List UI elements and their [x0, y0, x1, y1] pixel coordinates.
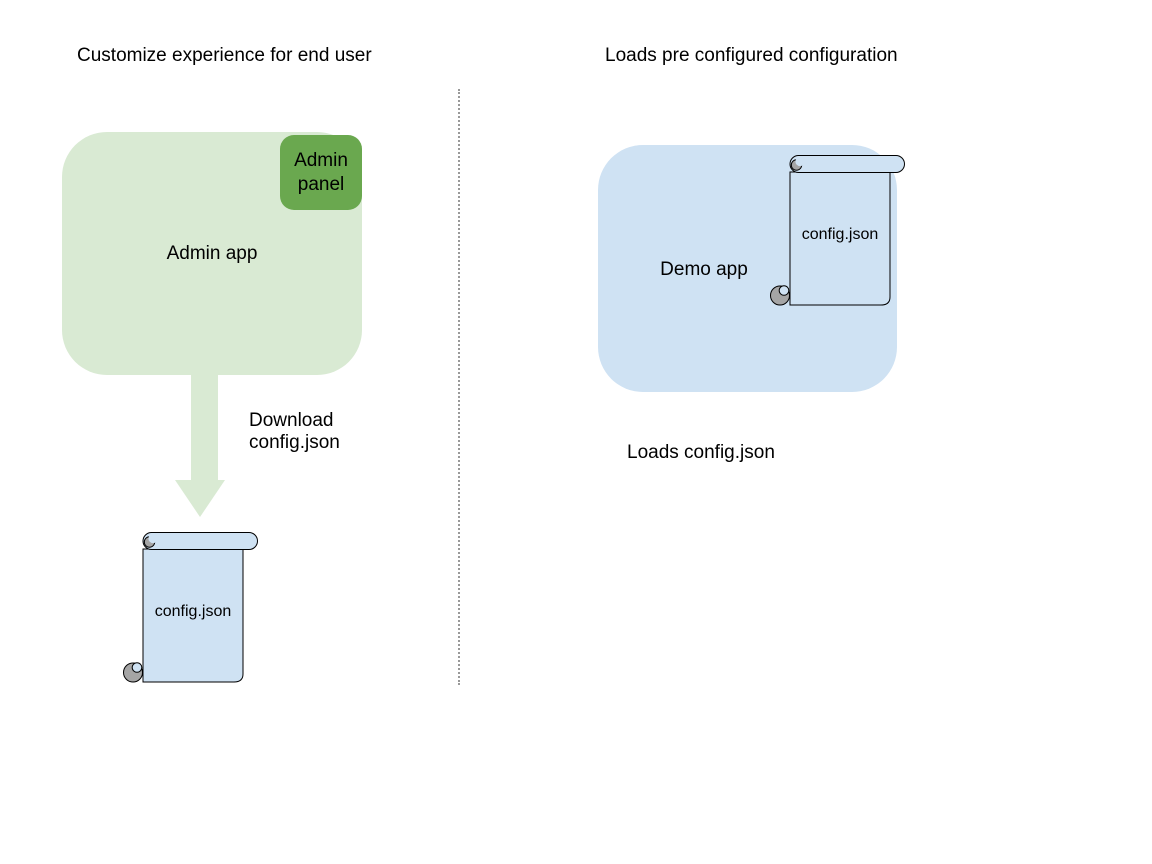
- config-json-label-right: config.json: [801, 226, 879, 243]
- demo-app-label: Demo app: [660, 259, 748, 280]
- scroll-shape-icon: [123, 532, 258, 683]
- admin-panel-box: Admin panel: [280, 135, 362, 210]
- right-section-title: Loads pre configured configuration: [605, 45, 898, 66]
- admin-panel-label: Admin panel: [294, 149, 348, 195]
- config-json-scroll-left: config.json: [123, 532, 258, 685]
- admin-app-label: Admin app: [166, 242, 258, 264]
- config-json-scroll-right: config.json: [770, 155, 905, 308]
- scroll-shape-icon: [770, 155, 905, 306]
- left-section-title: Customize experience for end user: [77, 45, 372, 66]
- download-arrow-label: Download config.json: [249, 410, 340, 453]
- down-arrow-icon: [175, 375, 225, 517]
- config-json-label-left: config.json: [154, 603, 232, 620]
- section-divider-line: [458, 89, 460, 685]
- loads-config-caption: Loads config.json: [627, 442, 775, 463]
